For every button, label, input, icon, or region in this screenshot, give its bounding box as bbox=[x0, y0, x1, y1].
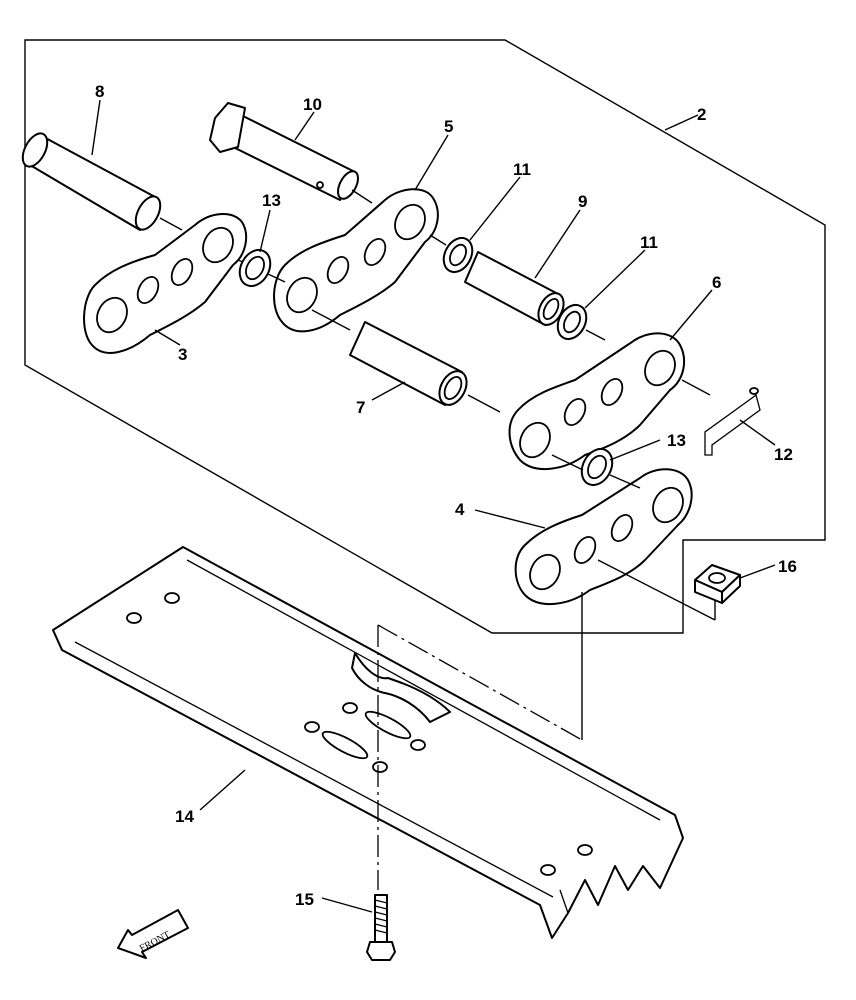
bushing-9 bbox=[464, 251, 565, 326]
link-6 bbox=[508, 332, 686, 471]
callout-labels: 2 3 4 5 6 7 8 9 10 11 11 12 13 13 14 15 … bbox=[95, 82, 797, 909]
callout-11-lower: 11 bbox=[640, 233, 658, 252]
front-arrow: FRONT bbox=[117, 909, 189, 959]
callout-7: 7 bbox=[356, 398, 365, 417]
callout-13-lower: 13 bbox=[667, 431, 686, 450]
callout-3: 3 bbox=[178, 345, 187, 364]
callout-10: 10 bbox=[303, 95, 322, 114]
shoe-bolt-hole bbox=[372, 761, 388, 773]
nut-16 bbox=[694, 564, 741, 604]
shoe-bolt-hole bbox=[304, 721, 320, 733]
callout-12: 12 bbox=[774, 445, 793, 464]
pin-10 bbox=[209, 102, 359, 201]
shoe-bolt-hole bbox=[540, 864, 556, 876]
callout-5: 5 bbox=[444, 117, 453, 136]
callout-16: 16 bbox=[778, 557, 797, 576]
shoe-bolt-hole bbox=[126, 612, 142, 624]
track-shoe-14 bbox=[52, 546, 684, 939]
callout-4: 4 bbox=[455, 500, 465, 519]
callout-6: 6 bbox=[712, 273, 721, 292]
shoe-bolt-hole bbox=[410, 739, 426, 751]
callout-13-upper: 13 bbox=[262, 191, 281, 210]
shoe-bolt-hole bbox=[577, 844, 593, 856]
bolt-15 bbox=[366, 894, 396, 961]
assembly-centerlines bbox=[159, 189, 716, 890]
lock-pin-12 bbox=[704, 387, 761, 456]
washer-13-lower bbox=[580, 447, 614, 487]
callout-2: 2 bbox=[697, 105, 706, 124]
leader-lines bbox=[91, 99, 776, 913]
callout-8: 8 bbox=[95, 82, 104, 101]
washer-11-lower bbox=[556, 303, 588, 341]
callout-14: 14 bbox=[175, 807, 194, 826]
link-4 bbox=[514, 468, 693, 606]
assembly-frame bbox=[24, 39, 826, 634]
shoe-bolt-hole bbox=[342, 702, 358, 714]
callout-15: 15 bbox=[295, 890, 314, 909]
washer-11-upper bbox=[442, 236, 474, 274]
link-3 bbox=[83, 213, 248, 354]
washer-13-upper bbox=[238, 248, 272, 288]
link-5 bbox=[273, 188, 439, 333]
pin-8 bbox=[21, 132, 162, 231]
callout-11-upper: 11 bbox=[513, 160, 531, 179]
bushing-7 bbox=[349, 321, 468, 406]
shoe-bolt-hole bbox=[164, 592, 180, 604]
shoe-slot bbox=[321, 730, 369, 760]
callout-9: 9 bbox=[578, 192, 587, 211]
shoe-slot bbox=[364, 710, 412, 740]
